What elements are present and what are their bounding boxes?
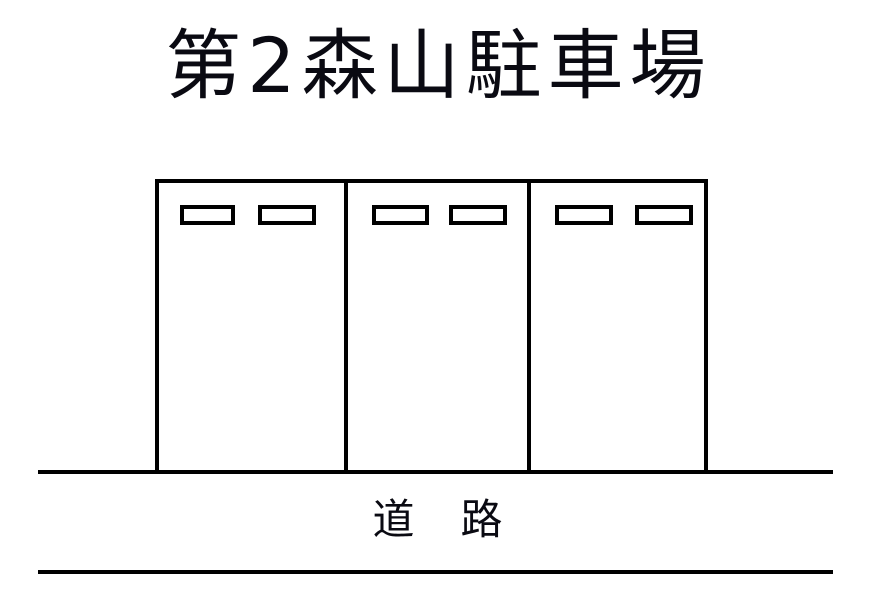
parking-area	[155, 179, 708, 474]
wheel-stop	[635, 205, 693, 225]
wheel-stop	[180, 205, 235, 225]
wheel-stop	[555, 205, 613, 225]
parking-stall-3	[527, 183, 708, 474]
page-title: 第2森山駐車場	[165, 21, 712, 110]
parking-stall-2	[344, 183, 527, 474]
wheel-stop	[258, 205, 316, 225]
road-edge-bottom	[38, 570, 833, 574]
road-label: 道 路	[372, 495, 505, 544]
road-edge-top	[38, 470, 833, 474]
wheel-stop	[449, 205, 507, 225]
wheel-stop	[372, 205, 429, 225]
parking-stall-1	[159, 183, 344, 474]
